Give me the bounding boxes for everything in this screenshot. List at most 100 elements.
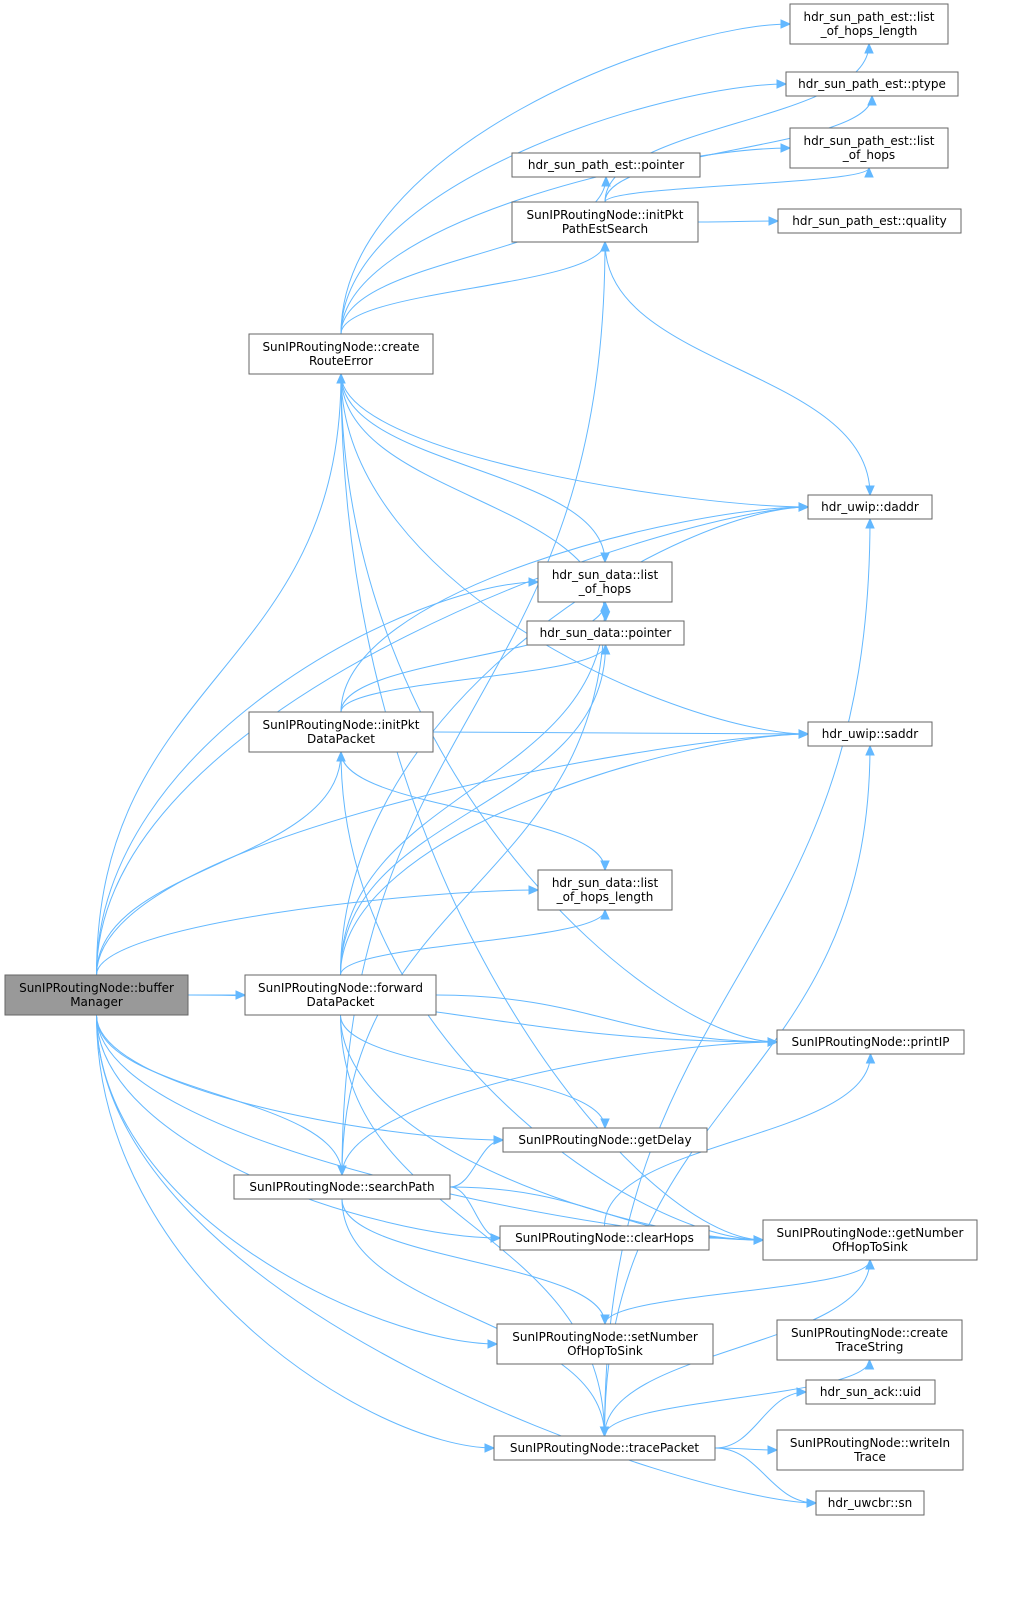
node-clearHops[interactable]: SunIPRoutingNode::clearHops bbox=[499, 1225, 710, 1251]
node-label-initPES-0: SunIPRoutingNode::initPkt bbox=[527, 208, 684, 222]
edge-fwdData-to-dataPointer-arrowhead bbox=[600, 643, 611, 655]
edge-fwdData-to-daddr-arrowhead bbox=[798, 502, 810, 512]
node-box-createRE bbox=[248, 333, 434, 375]
edge-trace-to-ackUid-arrowhead bbox=[796, 1387, 808, 1397]
node-ackUid[interactable]: hdr_sun_ack::uid bbox=[805, 1379, 936, 1405]
node-searchPath[interactable]: SunIPRoutingNode::searchPath bbox=[233, 1174, 451, 1200]
edge-trace-to-createTrace bbox=[604, 1359, 870, 1437]
node-pathHops[interactable]: hdr_sun_path_est::list_of_hops bbox=[789, 127, 949, 169]
edge-trace-to-daddr-arrowhead bbox=[865, 517, 875, 529]
edge-initPES-to-quality-arrowhead bbox=[768, 216, 780, 226]
node-pathPointer[interactable]: hdr_sun_path_est::pointer bbox=[511, 152, 701, 178]
node-box-clearHops bbox=[499, 1225, 710, 1251]
node-label-fwdData-1: DataPacket bbox=[307, 995, 375, 1009]
edge-trace-to-saddr-arrowhead bbox=[865, 744, 875, 756]
node-label-createTrace-1: TraceString bbox=[835, 1340, 904, 1354]
edge-searchPath-to-getDelay bbox=[449, 1139, 504, 1188]
node-box-setNum bbox=[496, 1323, 714, 1365]
node-uwcbrSn[interactable]: hdr_uwcbr::sn bbox=[815, 1490, 925, 1516]
edge-searchPath-to-initPES bbox=[341, 241, 606, 1176]
node-label-dataHopsLen-1: _of_hops_length bbox=[556, 890, 654, 904]
node-box-initPES bbox=[511, 201, 699, 243]
node-dataHops[interactable]: hdr_sun_data::list_of_hops bbox=[537, 561, 673, 603]
edge-createRE-to-dataHops-arrowhead bbox=[600, 552, 610, 564]
node-printIP[interactable]: SunIPRoutingNode::printIP bbox=[776, 1029, 965, 1055]
edge-trace-to-uwcbrSn bbox=[714, 1447, 817, 1504]
edge-initData-to-dataPointer bbox=[340, 644, 606, 713]
node-box-uwcbrSn bbox=[815, 1490, 925, 1516]
node-box-ptype bbox=[785, 71, 959, 97]
edge-trace-to-uwcbrSn-arrowhead bbox=[806, 1498, 818, 1508]
edge-searchPath-to-printIP bbox=[341, 1041, 778, 1176]
node-daddr[interactable]: hdr_uwip::daddr bbox=[807, 494, 933, 520]
edge-trace-to-getNum-arrowhead bbox=[865, 1258, 875, 1270]
node-pathHopsLen[interactable]: hdr_sun_path_est::list_of_hops_length bbox=[789, 3, 949, 45]
edge-createRE-to-pathHops-arrowhead bbox=[780, 143, 792, 153]
edge-clearHops-to-getNum-arrowhead bbox=[753, 1235, 765, 1245]
edge-createRE-to-saddr bbox=[340, 373, 809, 735]
node-ptype[interactable]: hdr_sun_path_est::ptype bbox=[785, 71, 959, 97]
node-label-createRE-1: RouteError bbox=[309, 354, 373, 368]
node-dataPointer[interactable]: hdr_sun_data::pointer bbox=[526, 620, 685, 646]
edge-buffer-to-daddr bbox=[96, 506, 809, 976]
edge-createRE-to-dataPointer-arrowhead bbox=[600, 611, 611, 623]
edge-createRE-to-pathHops bbox=[340, 147, 791, 335]
node-getDelay[interactable]: SunIPRoutingNode::getDelay bbox=[502, 1127, 708, 1153]
node-box-dataHops bbox=[537, 561, 673, 603]
edge-fwdData-to-saddr bbox=[340, 733, 809, 976]
node-dataHopsLen[interactable]: hdr_sun_data::list_of_hops_length bbox=[537, 869, 673, 911]
node-box-searchPath bbox=[233, 1174, 451, 1200]
node-label-ackUid-0: hdr_sun_ack::uid bbox=[820, 1385, 921, 1399]
edge-searchPath-to-clearHops-arrowhead bbox=[490, 1233, 502, 1243]
edge-initData-to-daddr bbox=[340, 506, 809, 713]
edge-createRE-to-daddr bbox=[340, 373, 809, 508]
edge-buffer-to-getDelay bbox=[96, 1014, 504, 1141]
edge-buffer-to-setNum-arrowhead bbox=[487, 1339, 499, 1349]
node-box-trace bbox=[493, 1435, 716, 1461]
edge-createRE-to-pathHopsLen-arrowhead bbox=[780, 19, 792, 29]
node-label-setNum-0: SunIPRoutingNode::setNumber bbox=[512, 1330, 698, 1344]
edge-initPES-to-ptype bbox=[604, 95, 873, 203]
edge-buffer-to-fwdData-arrowhead bbox=[235, 990, 247, 1000]
node-box-initData bbox=[248, 711, 434, 753]
edge-createRE-to-pathPointer-arrowhead bbox=[601, 175, 611, 187]
edge-trace-to-getNum bbox=[604, 1259, 871, 1437]
node-label-fwdData-0: SunIPRoutingNode::forward bbox=[258, 981, 423, 995]
edge-initPES-to-ptype-arrowhead bbox=[867, 94, 877, 106]
node-box-printIP bbox=[776, 1029, 965, 1055]
node-trace[interactable]: SunIPRoutingNode::tracePacket bbox=[493, 1435, 716, 1461]
edge-fwdData-to-dataHops bbox=[340, 601, 606, 976]
node-label-dataPointer-0: hdr_sun_data::pointer bbox=[540, 626, 672, 640]
node-saddr[interactable]: hdr_uwip::saddr bbox=[807, 721, 933, 747]
node-label-daddr-0: hdr_uwip::daddr bbox=[821, 500, 919, 514]
edge-trace-to-ackUid bbox=[714, 1391, 807, 1449]
edge-createRE-to-pathHopsLen bbox=[340, 23, 791, 335]
node-box-buffer bbox=[4, 974, 189, 1016]
edge-buffer-to-createRE bbox=[96, 373, 342, 976]
edge-initData-to-dataHopsLen bbox=[340, 751, 606, 871]
node-box-pathPointer bbox=[511, 152, 701, 178]
node-label-dataHops-0: hdr_sun_data::list bbox=[552, 568, 659, 582]
edge-initPES-to-pathHops-arrowhead bbox=[864, 166, 874, 178]
node-box-writeIn bbox=[776, 1429, 964, 1471]
node-box-dataPointer bbox=[526, 620, 685, 646]
node-label-writeIn-0: SunIPRoutingNode::writeIn bbox=[790, 1436, 950, 1450]
node-label-saddr-0: hdr_uwip::saddr bbox=[822, 727, 918, 741]
edge-trace-to-daddr bbox=[604, 518, 871, 1437]
edge-createRE-to-ptype-arrowhead bbox=[776, 79, 788, 89]
edge-buffer-to-trace bbox=[96, 1014, 495, 1449]
edge-fwdData-to-printIP bbox=[435, 994, 778, 1043]
edge-initPES-to-daddr-arrowhead bbox=[865, 485, 875, 497]
node-label-searchPath-0: SunIPRoutingNode::searchPath bbox=[249, 1180, 434, 1194]
node-quality[interactable]: hdr_sun_path_est::quality bbox=[777, 208, 962, 234]
